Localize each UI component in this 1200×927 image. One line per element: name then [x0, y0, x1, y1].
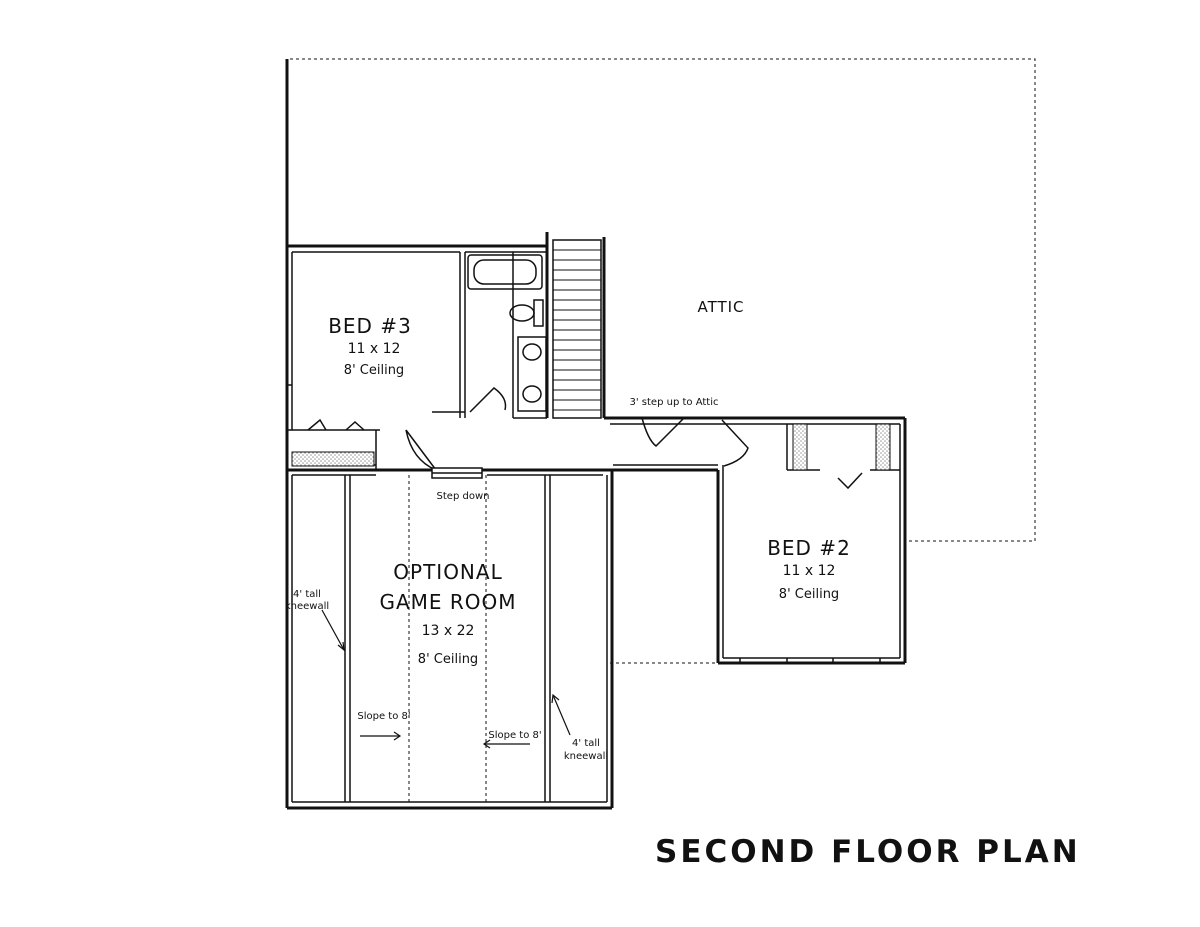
- bed2-ceiling: 8' Ceiling: [778, 587, 840, 602]
- bathroom-fixtures: [467, 254, 547, 412]
- step-down-note: Step down: [436, 491, 490, 502]
- kneewall-note-left-line1: 4' tall: [293, 589, 321, 600]
- annotation-arrows: [321, 609, 571, 749]
- kneewall-note-right-line2: kneewall: [563, 751, 609, 762]
- game-room-name-line2: GAME ROOM: [379, 590, 517, 614]
- sink-1: [522, 343, 542, 361]
- bed2-size: 11 x 12: [782, 563, 836, 579]
- exterior-walls: [285, 59, 907, 810]
- bed2-name: BED #2: [767, 536, 851, 560]
- interior-walls: [291, 251, 901, 803]
- kneewall-note-left-line2: kneewall: [284, 601, 330, 612]
- bed3-size: 11 x 12: [347, 341, 401, 357]
- closet-shelves: [291, 423, 891, 471]
- staircase: [552, 239, 602, 419]
- game-room-ceiling: 8' Ceiling: [417, 652, 479, 667]
- ceiling-slope-lines: [408, 475, 487, 809]
- vanity: [517, 336, 547, 412]
- game-room-name-line1: OPTIONAL: [393, 560, 503, 584]
- bed3-ceiling: 8' Ceiling: [343, 363, 405, 378]
- attic-step-note: 3' step up to Attic: [629, 397, 719, 408]
- toilet-tank: [533, 299, 544, 327]
- game-room-size: 13 x 22: [421, 623, 475, 639]
- slope-note-right: Slope to 8': [488, 730, 542, 741]
- kneewall-note-right-line1: 4' tall: [572, 738, 600, 749]
- attic-boundary: [290, 58, 1036, 664]
- door-swings: [307, 387, 863, 490]
- windows: [287, 384, 881, 663]
- sink-2: [522, 385, 542, 403]
- slope-note-left: Slope to 8': [357, 711, 411, 722]
- plan-title: SECOND FLOOR PLAN: [655, 834, 1081, 870]
- bed3-name: BED #3: [328, 314, 412, 338]
- toilet-bowl: [509, 304, 535, 322]
- bathtub: [467, 254, 543, 290]
- attic-name: ATTIC: [697, 298, 745, 316]
